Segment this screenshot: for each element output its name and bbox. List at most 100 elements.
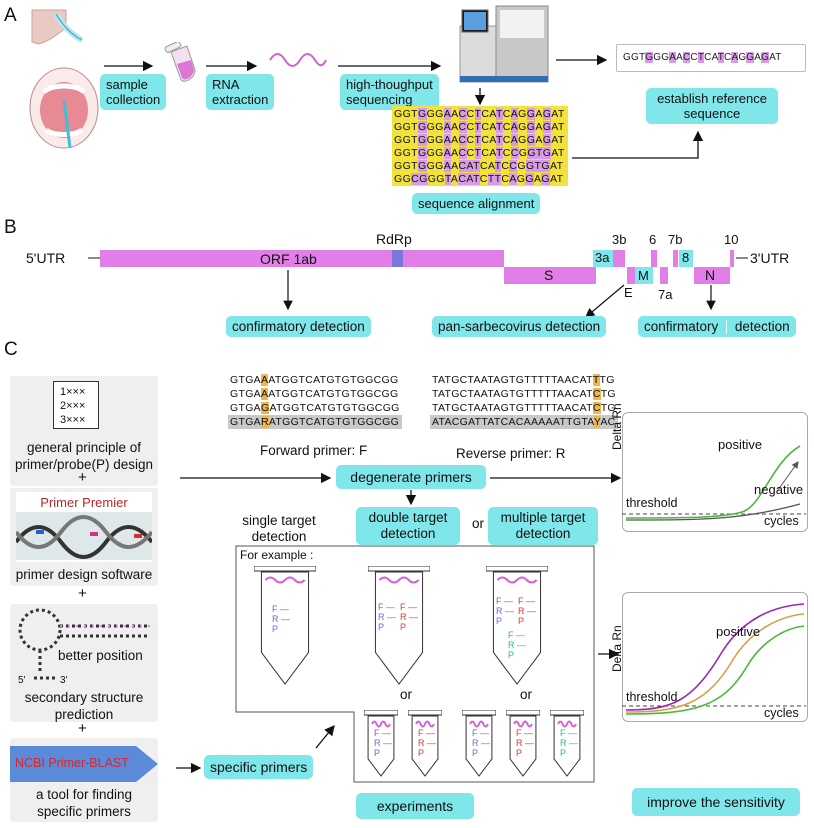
rdrp-bar <box>392 250 403 267</box>
section-c-label: C <box>4 339 18 360</box>
graph1-ylabel: Delta Rn <box>610 403 624 450</box>
confirmatory-detection-left: confirmatory detection <box>226 316 371 337</box>
three-prime-label: 3' <box>60 675 68 686</box>
ncbi-arrow-icon <box>10 746 158 782</box>
primer-label-r: R — <box>472 738 490 748</box>
primer-label-r: R — <box>496 606 514 616</box>
better-position-label: better position <box>58 648 143 663</box>
primer-label-f: F — <box>472 728 489 738</box>
hts-label: high-thoughput sequencing <box>340 74 439 110</box>
gene-8-bar <box>679 250 693 267</box>
graph2-ylabel: Delta Rn <box>610 625 624 672</box>
forward-seq-row: GTGAAATGGTCATGTGTGGCGG <box>230 374 399 386</box>
primer-label-f: F — <box>378 602 395 612</box>
reverse-seq-row: TATGCTAATAGTGTTTTTAACATCTG <box>432 388 616 400</box>
graph1-negative: negative <box>754 482 804 497</box>
sample-collection-label: sample collection <box>100 74 167 110</box>
gene-6-bar <box>651 250 657 267</box>
gene-7a-label: 7a <box>658 287 673 302</box>
genome-map <box>88 250 748 318</box>
panel-a-arrows <box>104 54 704 159</box>
gene-8-label: 8 <box>682 250 690 265</box>
double-target-label: double target detection <box>356 507 460 545</box>
primer-label-r: R — <box>508 640 526 650</box>
primer-label-f: F — <box>496 596 513 606</box>
single-target-label: single target detection <box>242 513 316 544</box>
confirm-right-word1: confirmatory <box>644 319 719 334</box>
gene-3a-label: 3a <box>595 250 610 265</box>
gene-3a-bar <box>593 250 613 267</box>
forward-seq-row: GTGARATGGTCATGTGTGGCGG <box>228 415 402 429</box>
primer-label-p: P <box>472 748 479 758</box>
software-caption: primer design software <box>15 567 153 582</box>
primer-label-r: R — <box>378 612 396 622</box>
confirm-right-word2: detection <box>734 319 790 334</box>
primer-label-r: R — <box>374 738 392 748</box>
alignment-row: GGTGGGAACATCATCCGGTGAT <box>394 160 564 172</box>
split-tube-3: F —R —P <box>461 709 497 778</box>
primer-label-p: P <box>516 748 523 758</box>
forward-primer-sequences: GTGAAATGGTCATGTGTGGCGG GTGAAATGGTCATGTGTG… <box>228 373 402 429</box>
principle-row-3: 3××× <box>60 414 86 426</box>
gene-n-bar <box>694 267 730 284</box>
gene-3b-label: 3b <box>612 232 627 247</box>
plus-3: + <box>78 720 87 737</box>
forward-primer-label: Forward primer: F <box>260 443 368 458</box>
primer-premier-image: Primer Premier <box>16 492 152 562</box>
sequencer-icon <box>459 5 549 83</box>
specific-primers-label: specific primers <box>204 755 314 779</box>
secondary-caption: secondary structure prediction <box>24 690 144 722</box>
rna-wave-icon <box>269 53 327 67</box>
primer-label-f: F — <box>516 728 533 738</box>
for-example-label: For example : <box>240 548 314 562</box>
orf1ab-label: ORF 1ab <box>260 251 317 267</box>
gene-m-bar <box>635 267 653 284</box>
primer-label-p: P <box>508 650 515 660</box>
split-tube-2: F —R —P <box>407 709 443 778</box>
primer-label-p: P <box>400 622 407 632</box>
primer-label-f: F — <box>508 630 525 640</box>
qpcr-curves-single <box>622 445 806 521</box>
section-a-label: A <box>4 5 17 26</box>
gene-6-label: 6 <box>649 232 657 247</box>
forward-seq-row: GTGAAATGGTCATGTGTGGCGG <box>230 388 399 400</box>
s-gene-label: S <box>544 267 554 283</box>
gene-10-bar <box>730 250 734 267</box>
improve-sensitivity-label: improve the sensitivity <box>632 788 800 816</box>
single-target-tube: F —R —P <box>253 565 317 686</box>
primer-label-f: F — <box>560 728 577 738</box>
s-gene-bar <box>504 267 596 284</box>
split-tube-1: F —R —P <box>363 709 399 778</box>
alignment-row: GGTGGGAACCTCATCCGGTGAT <box>394 147 565 159</box>
utr3-label: 3'UTR <box>750 250 790 266</box>
split-tube-4: F —R —P <box>505 709 541 778</box>
principle-row-1: 1××× <box>60 386 86 398</box>
utr5-label: 5'UTR <box>26 250 66 266</box>
primer-label-p: P <box>496 616 503 626</box>
primer-label-f: F — <box>374 728 391 738</box>
qpcr-graph-single <box>622 412 808 532</box>
alignment-row: GGTGGGAACCTCATCAGGAGAT <box>394 108 565 120</box>
primer-label-p: P <box>374 748 381 758</box>
plus-2: + <box>78 585 87 602</box>
qpcr-curves-multiple <box>622 603 806 715</box>
gene-7b-bar <box>673 250 678 267</box>
confirmatory-detection-right: confirmatory detection <box>638 316 796 338</box>
graph2-positive: positive <box>716 624 761 639</box>
gene-7b-label: 7b <box>668 232 683 247</box>
primer-label-f: F — <box>418 728 435 738</box>
primer-label-f: F — <box>400 602 417 612</box>
five-prime-label: 5' <box>18 675 26 686</box>
establish-reference-label: establish reference sequence <box>646 88 778 124</box>
or-label-mid2: or <box>520 687 533 702</box>
alignment-row: GGTGGGAACCTCATCAGGAGAT <box>394 121 565 133</box>
graph1-threshold: threshold <box>626 496 678 510</box>
primer-label-r: R — <box>400 612 418 622</box>
rdrp-label: RdRp <box>376 231 412 247</box>
principle-caption: general principle of primer/probe(P) des… <box>14 440 154 472</box>
or-label-mid: or <box>400 687 413 702</box>
sampling-illustration <box>29 9 99 149</box>
principle-table: 1××× 2××× 3××× <box>53 381 99 429</box>
